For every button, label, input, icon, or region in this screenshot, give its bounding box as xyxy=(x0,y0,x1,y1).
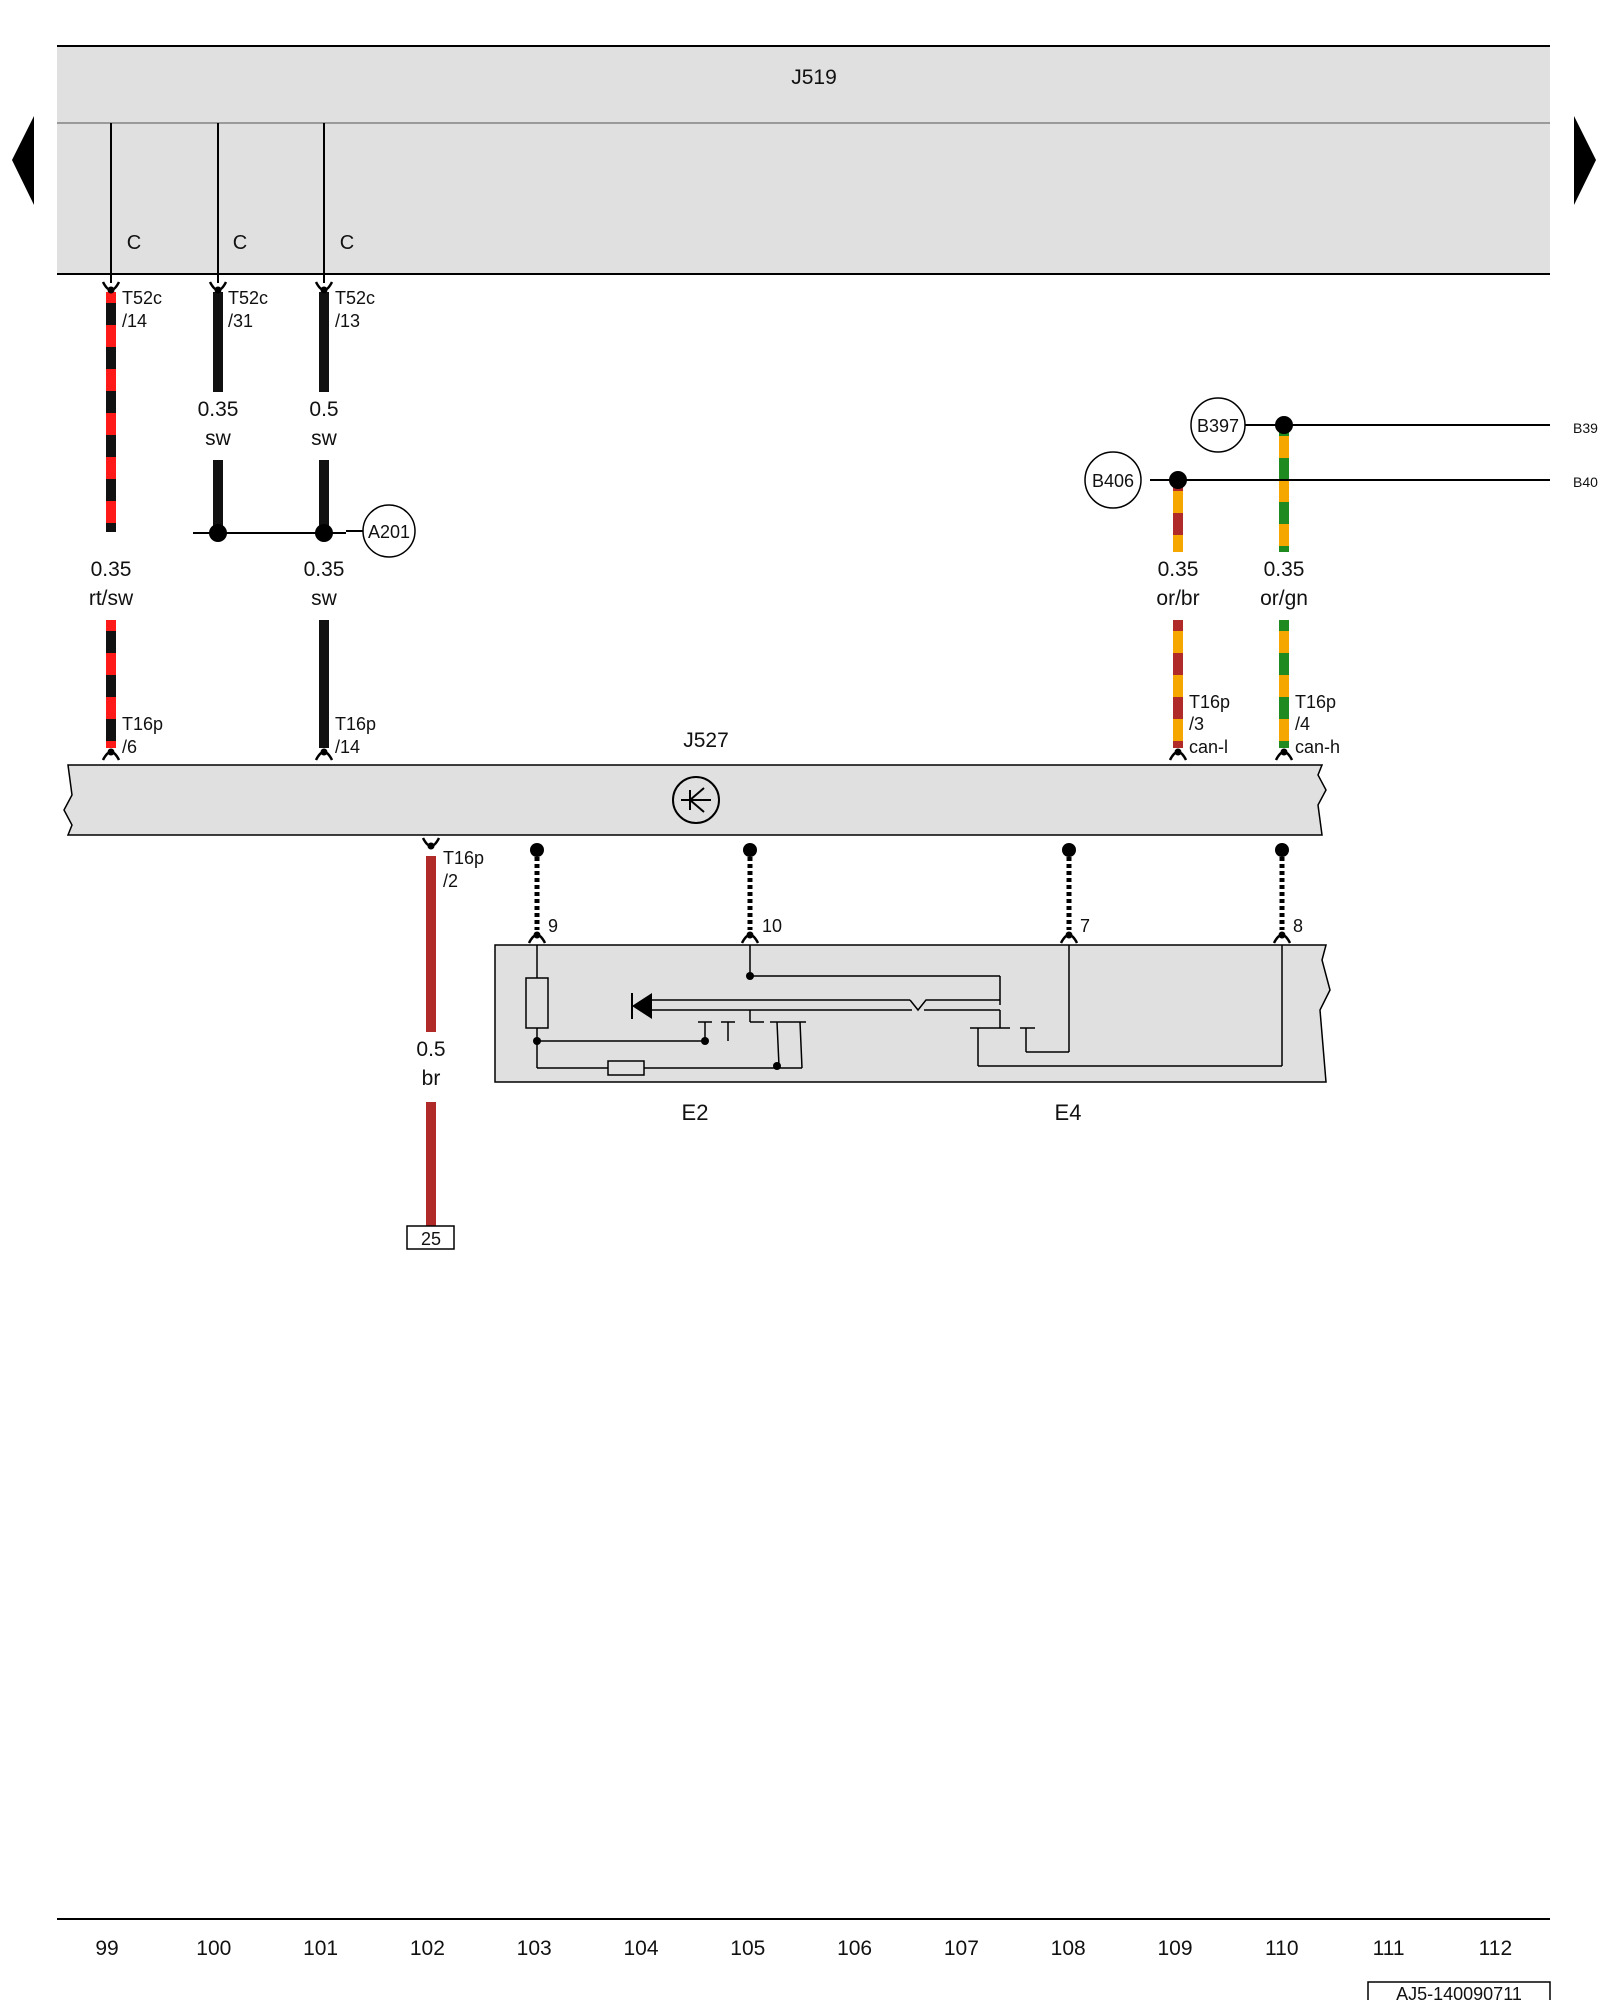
grid-column-99: 99 xyxy=(95,1937,118,1960)
connector-t16p-3-signal: can-l xyxy=(1189,737,1228,757)
splice-b406-circle xyxy=(1084,451,1142,509)
wire-w7-gauge: 0.35 xyxy=(1264,558,1305,581)
grid-column-103: 103 xyxy=(517,1937,552,1960)
connector-t16p-14-pin: /14 xyxy=(335,737,360,757)
grid-column-107: 107 xyxy=(944,1937,979,1960)
splice-b397-circle xyxy=(1190,397,1246,453)
connector-t16p-6-name: T16p xyxy=(122,714,163,734)
wire-w2-color: sw xyxy=(205,427,232,450)
socket-t52c-13-pin xyxy=(320,286,328,294)
grid-column-109: 109 xyxy=(1157,1937,1192,1960)
socket-pin-10-pin xyxy=(746,931,754,939)
splice-a201-node-1 xyxy=(209,524,227,542)
edge-ref-b39: B39 xyxy=(1573,420,1598,436)
splice-labels: A201 B406 B397 B39 B40 25 xyxy=(362,397,1598,1250)
connector-t16p-3-pin: /3 xyxy=(1189,714,1204,734)
control-unit-j527: J527 xyxy=(63,729,1327,836)
pin-group-c-3: C xyxy=(340,232,354,254)
connector-t16p-4-name: T16p xyxy=(1295,692,1336,712)
module-pin-8: 8 xyxy=(1293,916,1303,936)
ground-ref-label: 25 xyxy=(421,1229,441,1249)
grid-column-111: 111 xyxy=(1373,1937,1405,1960)
connector-t52c-13-name: T52c xyxy=(335,288,375,308)
grid-column-100: 100 xyxy=(196,1937,231,1960)
switch-module-e2-e4: E2 E4 xyxy=(494,944,1331,1125)
wire-w1-color: rt/sw xyxy=(89,587,134,610)
connector-t16p-2-name: T16p xyxy=(443,848,484,868)
socket-t16p-4-pin xyxy=(1280,748,1288,756)
e2-label: E2 xyxy=(682,1100,709,1125)
splice-b406-node xyxy=(1169,471,1187,489)
connector-t16p-2-pin: /2 xyxy=(443,871,458,891)
grid-footer: 99 100 101 102 103 104 105 106 107 108 109 110 111 11… xyxy=(57,1918,1551,2000)
ground-ref-box xyxy=(406,1225,455,1250)
grid-column-101: 101 xyxy=(303,1937,338,1960)
pin-group-c-1: C xyxy=(127,232,141,254)
connector-t16p-4-pin: /4 xyxy=(1295,714,1310,734)
socket-t52c-14-pin xyxy=(107,286,115,294)
grid-column-110: 110 xyxy=(1265,1937,1298,1960)
connector-t16p-3-name: T16p xyxy=(1189,692,1230,712)
connector-t52c-13-pin: /13 xyxy=(335,311,360,331)
connector-t52c-14-pin: /14 xyxy=(122,311,147,331)
previous-page-arrow-icon[interactable] xyxy=(12,116,34,205)
pin-group-c-2: C xyxy=(233,232,247,254)
j527-label: J527 xyxy=(683,729,729,752)
wire-labels: 0.35 rt/sw 0.35 sw 0.5 sw 0.35 sw 0.5 br… xyxy=(89,398,1308,1090)
connector-t52c-31-name: T52c xyxy=(228,288,268,308)
wire-w1-gauge: 0.35 xyxy=(91,558,132,581)
splice-b397-label: B397 xyxy=(1197,416,1239,436)
connector-labels: T52c /14 T52c /31 T52c /13 T16p /6 T16p … xyxy=(122,288,1340,936)
grid-column-104: 104 xyxy=(623,1937,658,1960)
edge-ref-b40: B40 xyxy=(1573,474,1598,490)
e4-label: E4 xyxy=(1055,1100,1082,1125)
module-pin-7: 7 xyxy=(1080,916,1090,936)
wire-layer xyxy=(101,281,1550,1226)
wire-w6-color: or/br xyxy=(1156,587,1199,610)
connector-t16p-4-signal: can-h xyxy=(1295,737,1340,757)
wire-w4-color: sw xyxy=(311,587,338,610)
wire-w7-color: or/gn xyxy=(1260,587,1308,610)
socket-t16p-2-pin xyxy=(427,842,435,850)
diode-icon xyxy=(632,993,652,1019)
wire-w3-color: sw xyxy=(311,427,338,450)
socket-t16p-14-pin xyxy=(320,748,328,756)
splice-a201-label: A201 xyxy=(368,522,410,542)
connector-t52c-14-name: T52c xyxy=(122,288,162,308)
electronic-symbol-icon xyxy=(672,776,720,824)
module-pin-9: 9 xyxy=(548,916,558,936)
splice-a201-node-2 xyxy=(315,524,333,542)
grid-column-112: 112 xyxy=(1479,1937,1512,1960)
socket-pin-8-pin xyxy=(1278,931,1286,939)
wire-w6-gauge: 0.35 xyxy=(1158,558,1199,581)
socket-pin-7-pin xyxy=(1065,931,1073,939)
wire-w2-gauge: 0.35 xyxy=(198,398,239,421)
drawing-code-box xyxy=(1367,1981,1551,2000)
socket-t52c-31-pin xyxy=(214,286,222,294)
socket-t16p-3-pin xyxy=(1174,748,1182,756)
grid-column-102: 102 xyxy=(410,1937,445,1960)
connector-t16p-14-name: T16p xyxy=(335,714,376,734)
grid-column-106: 106 xyxy=(837,1937,872,1960)
module-pin-10: 10 xyxy=(762,916,782,936)
splice-b397-node xyxy=(1275,416,1293,434)
wire-w5-gauge: 0.5 xyxy=(416,1038,445,1061)
wire-w4-gauge: 0.35 xyxy=(304,558,345,581)
grid-column-108: 108 xyxy=(1051,1937,1086,1960)
socket-t16p-6-pin xyxy=(107,748,115,756)
splice-b406-label: B406 xyxy=(1092,471,1134,491)
connector-t16p-6-pin: /6 xyxy=(122,737,137,757)
connector-t52c-31-pin: /31 xyxy=(228,311,253,331)
socket-pin-9-pin xyxy=(533,931,541,939)
j519-label: J519 xyxy=(791,66,837,89)
drawing-code: AJ5-140090711 xyxy=(1396,1984,1522,2000)
wire-w5-color: br xyxy=(422,1067,441,1090)
control-unit-j519: J519 C C C xyxy=(57,45,1550,283)
splice-a201-circle xyxy=(362,504,416,558)
wire-w3-gauge: 0.5 xyxy=(309,398,338,421)
grid-column-105: 105 xyxy=(730,1937,765,1960)
next-page-arrow-icon[interactable] xyxy=(1574,116,1596,205)
